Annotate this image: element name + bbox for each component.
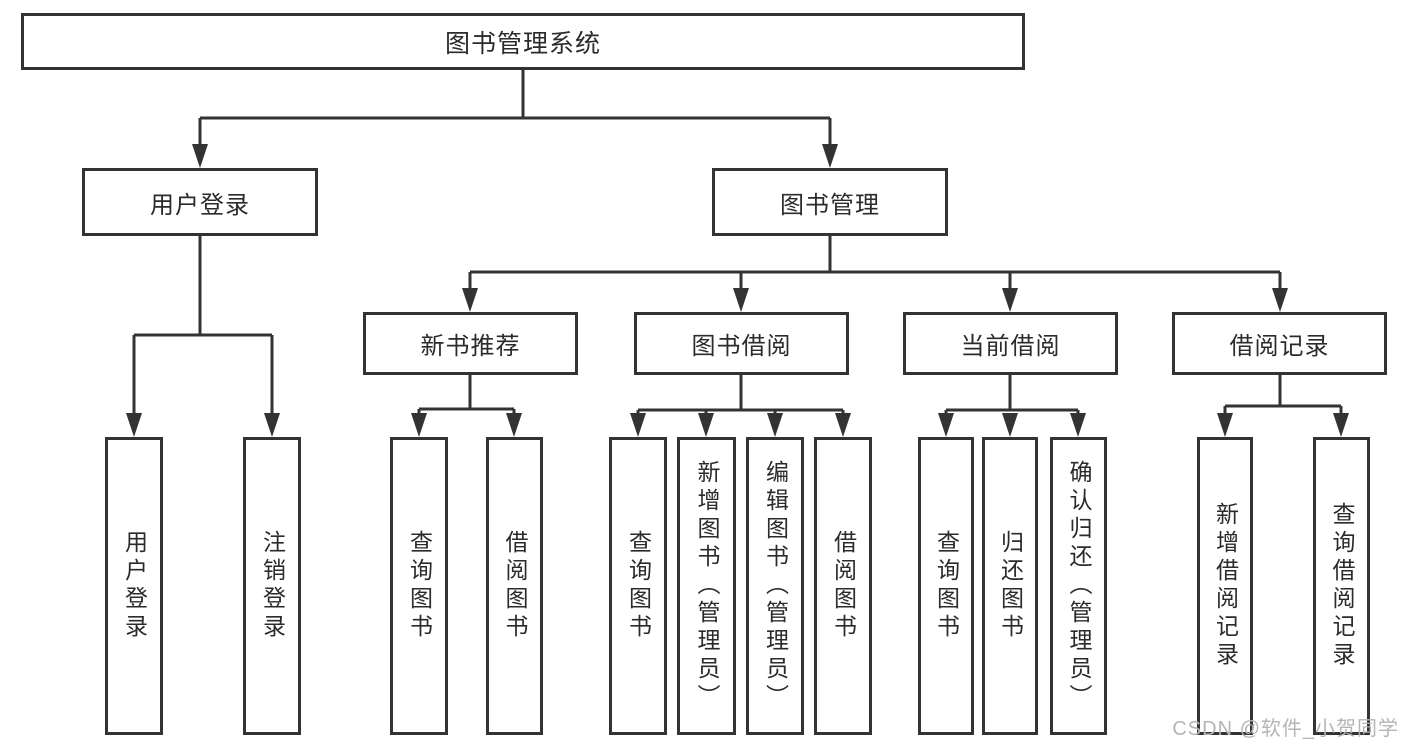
leaf-edit-book-admin-label: 编辑图书（管理员）: [762, 460, 789, 712]
leaf-edit-book-admin: 编辑图书（管理员）: [746, 437, 804, 735]
node-book-management: 图书管理: [712, 168, 948, 236]
leaf-return-book-label: 归还图书: [997, 530, 1024, 642]
leaf-query-books-borrow: 查询图书: [609, 437, 667, 735]
leaf-confirm-return-admin-label: 确认归还（管理员）: [1066, 460, 1092, 712]
watermark: CSDN @软件_小贺同学: [1172, 718, 1399, 740]
node-user-login: 用户登录: [82, 168, 318, 236]
leaf-query-borrow-record-label: 查询借阅记录: [1329, 502, 1355, 670]
leaf-logout-label: 注销登录: [259, 530, 286, 642]
node-new-book-recommend: 新书推荐: [363, 312, 578, 375]
leaf-return-book: 归还图书: [982, 437, 1038, 735]
leaf-query-books-current: 查询图书: [918, 437, 974, 735]
node-borrow-records-label: 借阅记录: [1229, 333, 1330, 360]
leaf-add-book-admin-label: 新增图书（管理员）: [694, 460, 720, 712]
leaf-query-borrow-record: 查询借阅记录: [1313, 437, 1370, 735]
node-book-borrow: 图书借阅: [634, 312, 849, 375]
leaf-user-login: 用户登录: [105, 437, 163, 735]
leaf-query-books-recommend: 查询图书: [390, 437, 448, 735]
leaf-query-books-borrow-label: 查询图书: [625, 530, 652, 642]
node-current-borrow: 当前借阅: [903, 312, 1118, 375]
leaf-user-login-label: 用户登录: [121, 530, 148, 642]
node-library-system: 图书管理系统: [21, 13, 1025, 70]
node-borrow-records: 借阅记录: [1172, 312, 1387, 375]
leaf-add-borrow-record: 新增借阅记录: [1197, 437, 1253, 735]
node-library-system-label: 图书管理系统: [444, 29, 601, 58]
leaf-confirm-return-admin: 确认归还（管理员）: [1050, 437, 1107, 735]
leaf-borrow-books-recommend-label: 借阅图书: [502, 530, 528, 642]
leaf-add-borrow-record-label: 新增借阅记录: [1212, 502, 1239, 670]
leaf-borrow-books-recommend: 借阅图书: [486, 437, 543, 735]
node-current-borrow-label: 当前借阅: [960, 333, 1061, 360]
node-user-login-label: 用户登录: [150, 191, 250, 219]
node-book-borrow-label: 图书借阅: [691, 333, 792, 360]
leaf-query-books-recommend-label: 查询图书: [406, 530, 433, 642]
leaf-query-books-current-label: 查询图书: [933, 530, 960, 642]
node-book-management-label: 图书管理: [780, 191, 880, 219]
leaf-borrow-books-borrow-label: 借阅图书: [830, 530, 857, 642]
leaf-borrow-books-borrow: 借阅图书: [814, 437, 872, 735]
arrowheads: [126, 144, 1349, 437]
leaf-logout: 注销登录: [243, 437, 301, 735]
node-new-book-recommend-label: 新书推荐: [420, 333, 521, 360]
leaf-add-book-admin: 新增图书（管理员）: [677, 437, 736, 735]
